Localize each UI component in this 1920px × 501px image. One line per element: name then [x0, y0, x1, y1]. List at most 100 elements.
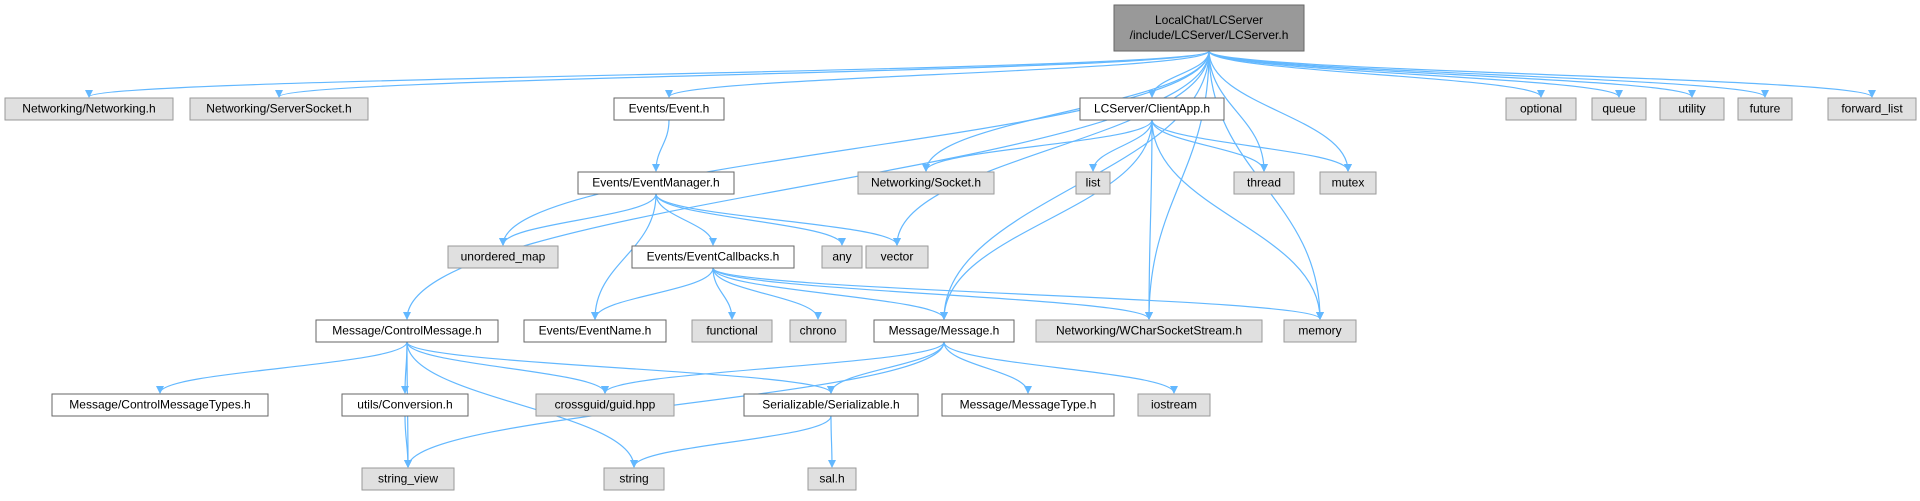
edge-root-to-socket: [922, 50, 1210, 172]
edge-message-to-messagetype: [943, 341, 1032, 394]
edge-root-to-vector: [893, 50, 1210, 246]
node-conversion-box: [341, 393, 469, 417]
node-wcharsocket: Networking/WCharSocketStream.h: [1035, 319, 1263, 343]
node-optional: optional: [1505, 97, 1577, 121]
edge-clientapp-to-list: [1089, 119, 1153, 172]
node-root-label: /include/LCServer/LCServer.h: [1130, 28, 1289, 42]
edge-root-to-event: [665, 50, 1210, 98]
node-unordered_map-label: unordered_map: [461, 250, 546, 264]
edge-message-to-serializable: [827, 341, 945, 394]
node-eventmanager-label: Events/EventManager.h: [592, 176, 719, 190]
node-eventmanager[interactable]: Events/EventManager.h: [577, 171, 735, 195]
node-eventmanager-box: [577, 171, 735, 195]
node-serializable-label: Serializable/Serializable.h: [762, 398, 899, 412]
node-chrono: chrono: [789, 319, 847, 343]
edge-controlmessage-to-crossguid: [406, 341, 609, 394]
node-eventname[interactable]: Events/EventName.h: [523, 319, 667, 343]
edge-clientapp-to-mutex: [1151, 119, 1352, 172]
edge-conversion-to-string_view: [403, 415, 412, 468]
node-vector-box: [865, 245, 929, 269]
node-vector: vector: [865, 245, 929, 269]
node-controlmessage-label: Message/ControlMessage.h: [332, 324, 481, 338]
node-eventcallbacks-box: [631, 245, 795, 269]
edge-root-to-wcharsocket: [1145, 50, 1210, 320]
edge-root-to-future: [1208, 50, 1769, 98]
node-controlmessage[interactable]: Message/ControlMessage.h: [315, 319, 499, 343]
node-socket: Networking/Socket.h: [857, 171, 995, 195]
node-vector-label: vector: [881, 250, 914, 264]
edge-clientapp-to-message: [940, 119, 1153, 320]
edge-message-to-iostream: [943, 341, 1178, 394]
node-serversocket-label: Networking/ServerSocket.h: [206, 102, 351, 116]
edge-clientapp-to-memory: [1151, 119, 1324, 320]
node-queue: queue: [1591, 97, 1647, 121]
edge-eventmanager-to-vector: [655, 193, 901, 246]
edge-root-to-serversocket: [275, 50, 1210, 98]
node-message-label: Message/Message.h: [889, 324, 1000, 338]
node-chrono-box: [789, 319, 847, 343]
node-serializable[interactable]: Serializable/Serializable.h: [743, 393, 919, 417]
node-memory-label: memory: [1298, 324, 1341, 338]
node-string_view-box: [361, 467, 455, 491]
edge-serializable-to-sal: [827, 415, 836, 468]
edge-message-to-crossguid: [601, 341, 945, 394]
node-string_view-label: string_view: [378, 472, 438, 486]
node-list: list: [1075, 171, 1111, 195]
edge-eventmanager-to-eventname: [591, 193, 657, 320]
edge-root-to-forward_list: [1208, 50, 1876, 98]
edge-eventcallbacks-to-memory: [712, 267, 1324, 320]
node-iostream-label: iostream: [1151, 398, 1197, 412]
edge-eventcallbacks-to-wcharsocket: [712, 267, 1153, 320]
node-messagetype-box: [941, 393, 1115, 417]
node-future: future: [1737, 97, 1793, 121]
node-root-label: LocalChat/LCServer: [1155, 13, 1263, 27]
node-clientapp[interactable]: LCServer/ClientApp.h: [1079, 97, 1225, 121]
node-iostream: iostream: [1137, 393, 1211, 417]
node-future-box: [1737, 97, 1793, 121]
node-root[interactable]: LocalChat/LCServer/include/LCServer/LCSe…: [1113, 4, 1305, 52]
node-conversion[interactable]: utils/Conversion.h: [341, 393, 469, 417]
node-crossguid-box: [535, 393, 675, 417]
node-thread-box: [1233, 171, 1295, 195]
edge-controlmessage-to-controlmessagetypes: [156, 341, 408, 394]
node-eventname-label: Events/EventName.h: [539, 324, 652, 338]
node-unordered_map: unordered_map: [447, 245, 559, 269]
node-utility: utility: [1659, 97, 1725, 121]
edge-controlmessage-to-string: [406, 341, 638, 468]
node-root-box: [1113, 4, 1305, 52]
node-list-label: list: [1086, 176, 1101, 190]
node-functional-box: [691, 319, 773, 343]
node-eventcallbacks-label: Events/EventCallbacks.h: [647, 250, 780, 264]
node-crossguid: crossguid/guid.hpp: [535, 393, 675, 417]
edge-root-to-unordered_map: [499, 50, 1210, 246]
node-message[interactable]: Message/Message.h: [873, 319, 1015, 343]
node-eventcallbacks[interactable]: Events/EventCallbacks.h: [631, 245, 795, 269]
node-any-box: [821, 245, 863, 269]
edge-clientapp-to-thread: [1151, 119, 1268, 172]
node-wcharsocket-box: [1035, 319, 1263, 343]
node-controlmessage-box: [315, 319, 499, 343]
node-controlmessagetypes-box: [51, 393, 269, 417]
edge-eventcallbacks-to-chrono: [712, 267, 822, 320]
node-memory-box: [1283, 319, 1357, 343]
node-event[interactable]: Events/Event.h: [613, 97, 725, 121]
node-conversion-label: utils/Conversion.h: [357, 398, 452, 412]
edge-eventmanager-to-eventcallbacks: [655, 193, 717, 246]
edge-serializable-to-string: [630, 415, 832, 468]
node-thread: thread: [1233, 171, 1295, 195]
node-serversocket-box: [189, 97, 369, 121]
node-iostream-box: [1137, 393, 1211, 417]
nodes-layer: LocalChat/LCServer/include/LCServer/LCSe…: [4, 4, 1917, 491]
node-optional-label: optional: [1520, 102, 1562, 116]
node-any: any: [821, 245, 863, 269]
node-optional-box: [1505, 97, 1577, 121]
node-messagetype[interactable]: Message/MessageType.h: [941, 393, 1115, 417]
edge-root-to-queue: [1208, 50, 1623, 98]
node-controlmessagetypes[interactable]: Message/ControlMessageTypes.h: [51, 393, 269, 417]
edge-root-to-optional: [1208, 50, 1545, 98]
node-any-label: any: [832, 250, 851, 264]
edge-message-to-string_view: [404, 341, 945, 468]
node-event-label: Events/Event.h: [629, 102, 710, 116]
edge-event-to-eventmanager: [652, 119, 670, 172]
node-mutex-box: [1319, 171, 1377, 195]
